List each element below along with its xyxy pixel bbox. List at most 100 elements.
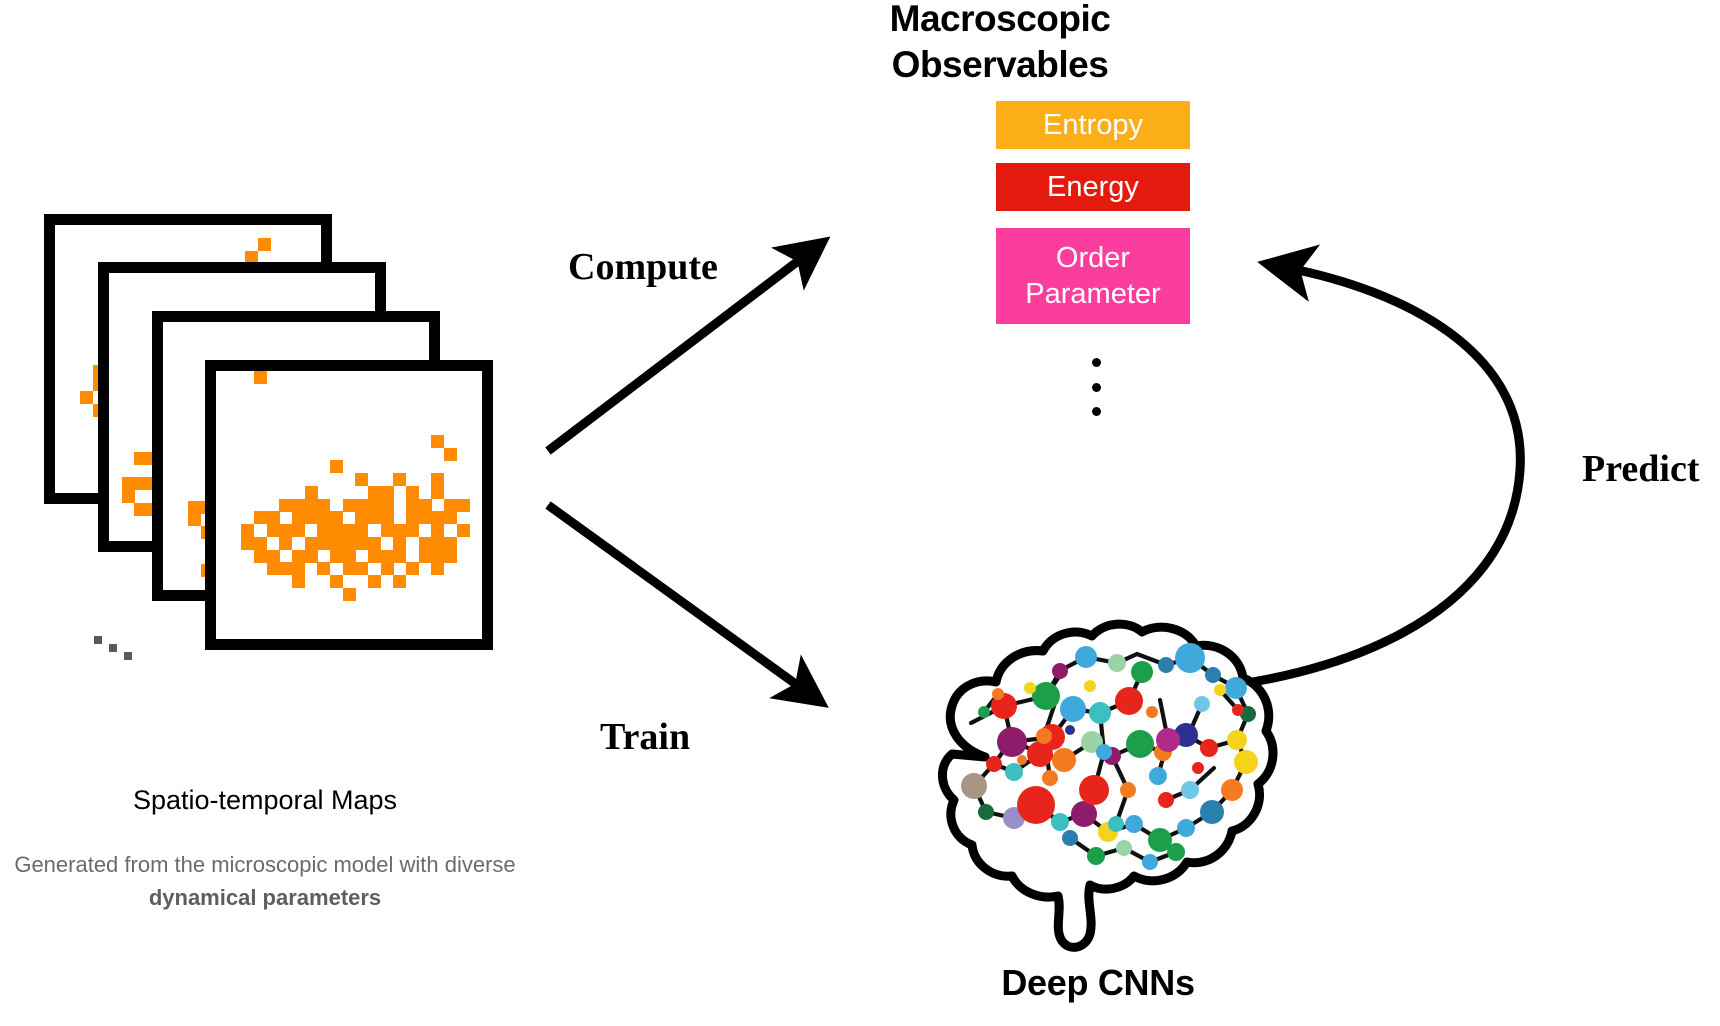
map-pixel (134, 477, 148, 491)
map-pixel (245, 250, 258, 264)
observable-label-energy: Energy (1047, 171, 1139, 203)
map-pixel (317, 536, 331, 550)
map-pixel (418, 536, 432, 550)
map-pixel (431, 473, 445, 487)
map-pixel (355, 473, 369, 487)
map-pixel (368, 498, 381, 512)
map-pixel (444, 498, 457, 512)
map-pixel (380, 562, 394, 576)
map-pixel (406, 562, 419, 576)
map-pixel (418, 511, 432, 525)
map-pixel (292, 549, 305, 563)
macroscopic-observables-title: Macroscopic Observables (870, 0, 1130, 88)
map-pixel (330, 549, 343, 563)
brain-outline-icon (938, 619, 1278, 952)
arrow-train (545, 501, 829, 708)
map-pixel (456, 524, 470, 538)
map-pixel (393, 524, 407, 538)
map-pixel (431, 485, 445, 499)
map-pixel (254, 511, 267, 525)
brain-network-nodes (961, 643, 1258, 870)
observable-box-entropy[interactable]: Entropy (996, 101, 1190, 149)
map-pixel (304, 498, 318, 512)
map-pixel (317, 562, 331, 576)
macro-title-line2: Observables (891, 44, 1109, 85)
spatiotemporal-maps-caption: Spatio-temporal Maps (132, 785, 398, 815)
map-pixel (393, 575, 407, 589)
spatiotemporal-maps-subcaption: Generated from the microscopic model wit… (0, 848, 530, 914)
map-pixel (444, 511, 457, 525)
map-pixel (134, 502, 148, 516)
map-pixel (241, 536, 255, 550)
map-pixel (292, 511, 305, 525)
map-pixel (330, 575, 343, 589)
map-pixel (406, 498, 419, 512)
map-pixel (380, 524, 394, 538)
map-pixel (80, 390, 94, 404)
map-pixel (393, 536, 407, 550)
map-pixel (134, 451, 148, 465)
map-pixel (342, 562, 356, 576)
map-pixel (368, 536, 381, 550)
map-pixel (188, 513, 202, 527)
map-pixel (368, 549, 381, 563)
map-pixel (317, 511, 331, 525)
map-pixel (380, 549, 394, 563)
map-pixel (121, 489, 135, 503)
map-pixel (380, 485, 394, 499)
map-pixel (342, 498, 356, 512)
map-pixel (121, 477, 135, 491)
map-pixel (368, 485, 381, 499)
observable-label-entropy: Entropy (1043, 109, 1143, 141)
subcaption-normal-text: Generated from the microscopic model wit… (14, 852, 516, 877)
map-pixel (406, 511, 419, 525)
map-pixel (355, 511, 369, 525)
map-pixel (393, 473, 407, 487)
arrow-label-compute: Compute (568, 246, 718, 288)
map-pixel (330, 536, 343, 550)
map-pixel (431, 511, 445, 525)
map-pixel (279, 524, 293, 538)
map-pixel (330, 524, 343, 538)
map-pixel (342, 524, 356, 538)
subcaption-bold-text: dynamical parameters (148, 885, 382, 910)
map-pixel (456, 498, 470, 512)
map-pixel (406, 524, 419, 538)
observable-box-energy[interactable]: Energy (996, 163, 1190, 211)
map-pixel (393, 549, 407, 563)
map-pixel (342, 549, 356, 563)
map-pixel (444, 549, 457, 563)
spatiotemporal-map-card[interactable] (205, 360, 493, 650)
deep-cnns-label: Deep CNNs (1001, 962, 1195, 1003)
map-pixel (292, 575, 305, 589)
map-pixel (380, 511, 394, 525)
map-pixel (304, 511, 318, 525)
card-stack-ellipsis-icon (94, 636, 140, 666)
map-pixel (292, 562, 305, 576)
map-pixel (444, 536, 457, 550)
map-pixel (418, 549, 432, 563)
map-pixel (431, 562, 445, 576)
map-pixel (431, 434, 445, 448)
map-pixel (241, 524, 255, 538)
map-pixel (355, 524, 369, 538)
macro-title-line1: Macroscopic (889, 0, 1111, 39)
map-pixel (304, 485, 318, 499)
map-pixel (188, 500, 202, 514)
map-pixel (304, 536, 318, 550)
map-pixel (380, 498, 394, 512)
map-pixel (431, 549, 445, 563)
map-pixel (254, 536, 267, 550)
map-pixel (431, 536, 445, 550)
arrow-predict (1181, 244, 1525, 695)
map-pixel (355, 562, 369, 576)
map-pixel (279, 562, 293, 576)
map-pixel (254, 371, 267, 384)
map-pixel (266, 524, 280, 538)
map-pixel (342, 587, 356, 601)
arrow-label-predict: Predict (1582, 448, 1700, 490)
map-pixel (254, 549, 267, 563)
brain-network-edges (968, 651, 1251, 865)
